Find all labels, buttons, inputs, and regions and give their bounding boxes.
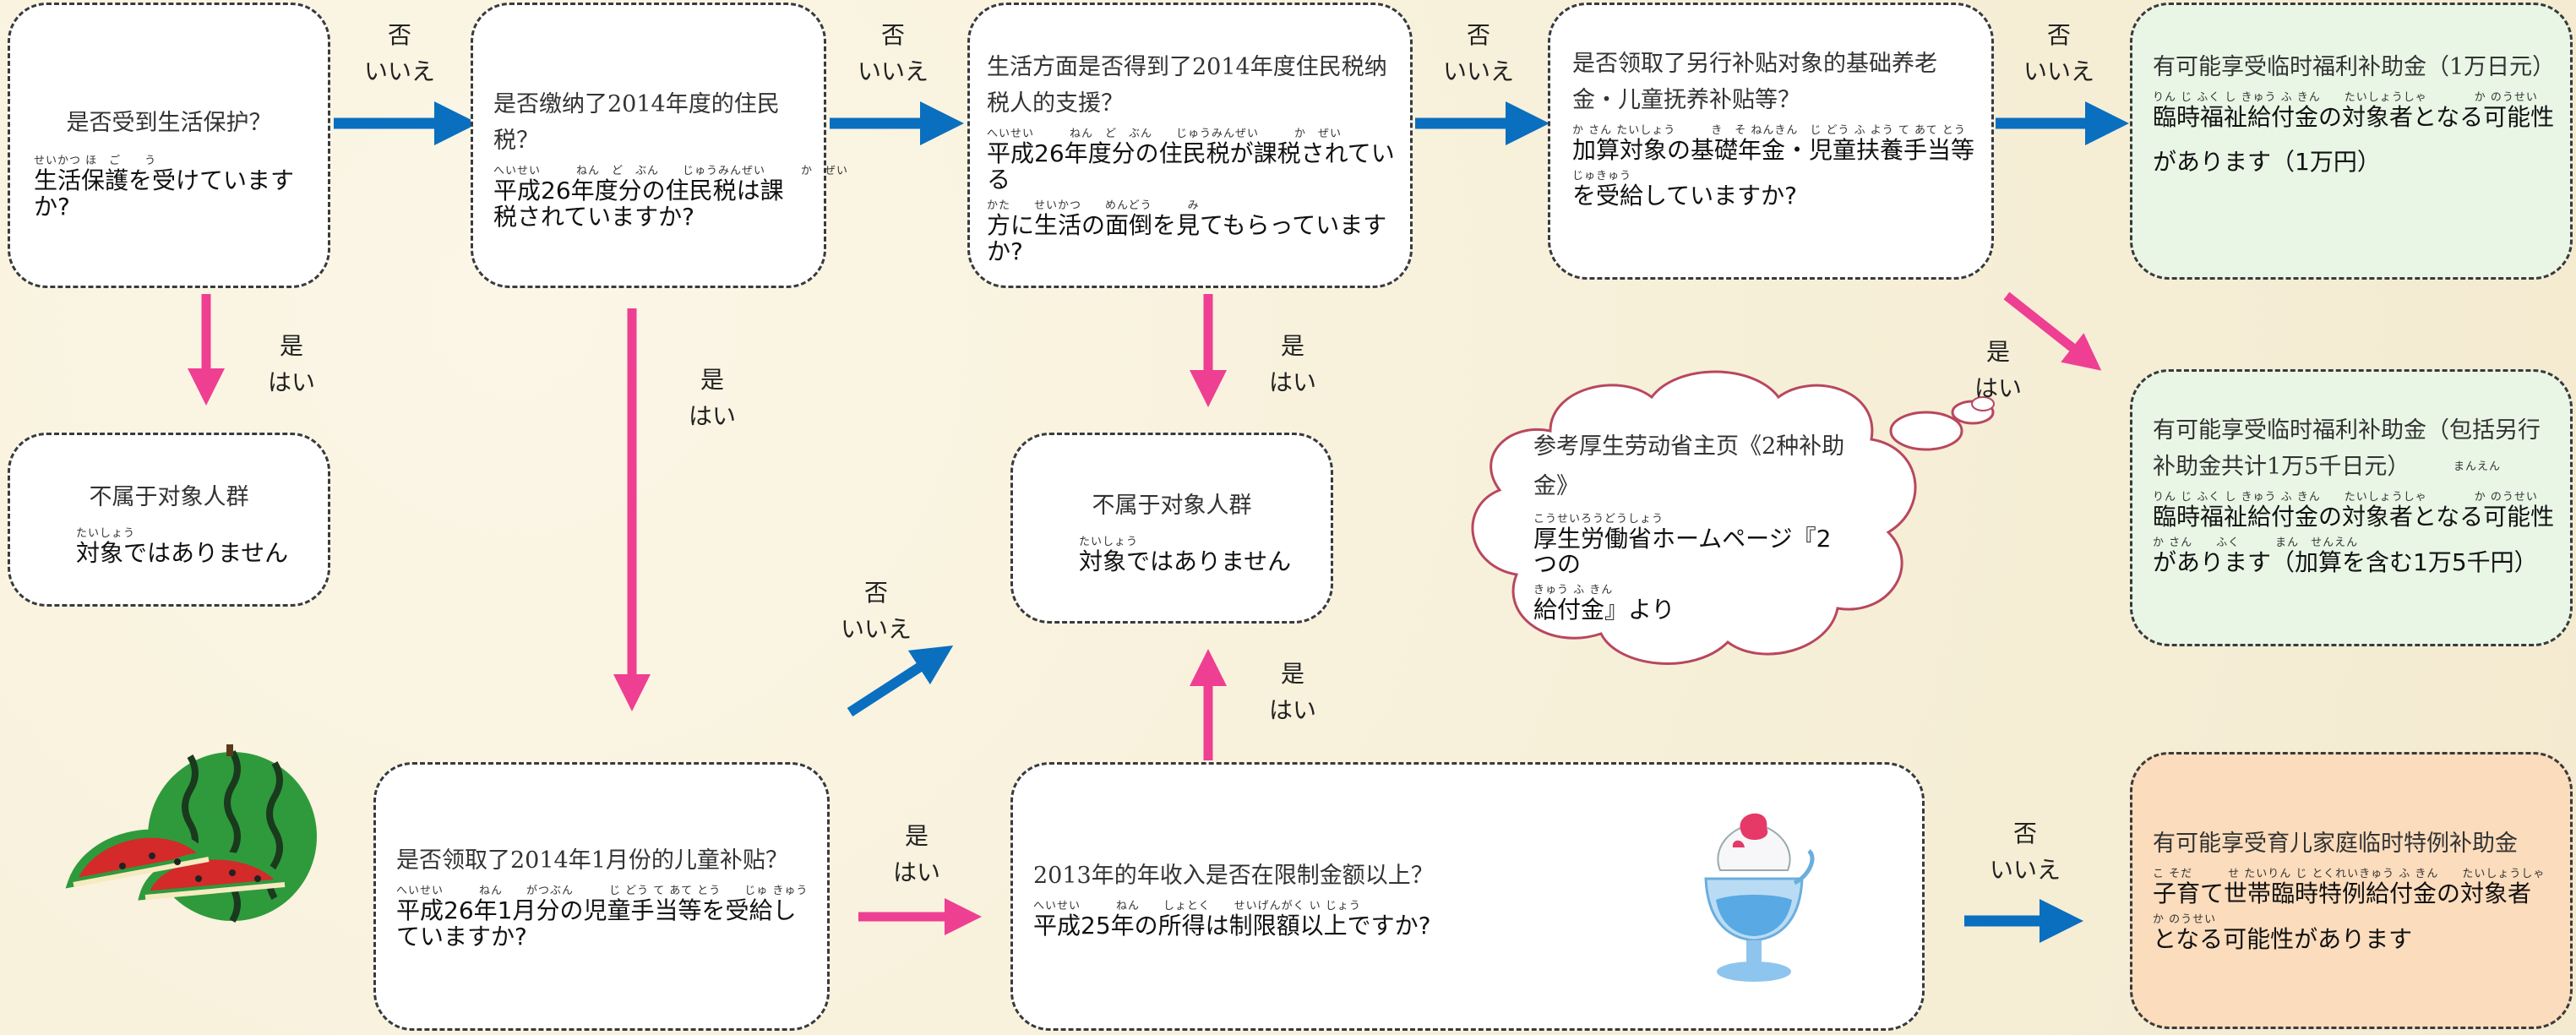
- result-box-child-rearing-benefit: 有可能享受育儿家庭临时特例补助金 こ そだ せ たいりん じ とくれいきゅう ふ…: [2130, 752, 2573, 1029]
- cloud-jp-text: 給付金』より: [1533, 596, 1675, 624]
- box-jp-text: 加算対象の基礎年金・児童扶養手当等: [1572, 136, 1975, 165]
- box-jp-text: 方に生活の面倒を見てもらっていますか?: [987, 210, 1387, 265]
- box-ruby: か さん たいしょう き そ ねんきん じ どう ふ よう て あて とう: [1572, 124, 1966, 138]
- box-jp-text: 臨時福祉給付金の対象者となる可能性: [2153, 503, 2555, 531]
- label-no-5: 否いいえ: [840, 579, 912, 644]
- box-jp-text: 平成26年度分の住民税は課税されていますか?: [493, 177, 784, 232]
- thought-cloud: [1471, 370, 1995, 665]
- label-yes-2: 是はい: [688, 366, 736, 431]
- label-no-1: 否いいえ: [363, 21, 435, 86]
- box-ruby: へいせい ねん ど ぶん じゅうみんぜい か ぜい: [987, 128, 1342, 141]
- box-jp-text: 平成26年1月分の児童手当等を受給していますか?: [396, 896, 797, 951]
- result-box-15000-yen: 有可能享受临时福利补助金（包括另行补助金共计1万5千日元） りん じ ふく し …: [2130, 369, 2573, 646]
- box-cn-text: 是否受到生活保护？: [66, 110, 272, 136]
- box-ruby: りん じ ふく し きゅう ふ きん たいしょうしゃ か のうせい: [2153, 91, 2538, 105]
- cloud-jp-text: 厚生労働省ホームページ『2つの: [1533, 524, 1832, 579]
- box-ruby: りん じ ふく し きゅう ふ きん たいしょうしゃ か のうせい: [2153, 491, 2538, 504]
- box-jp-text: 対象ではありません: [1079, 547, 1292, 575]
- box-ruby: か さん ふく まん せんえん: [2153, 537, 2359, 550]
- box-jp-text: 生活保護を受けていますか?: [34, 166, 295, 221]
- cloud-ruby: きゅう ふ きん: [1533, 584, 1614, 597]
- box-cn-text: 不属于对象人群: [89, 484, 249, 510]
- box-jp-text: 平成26年度分の住民税が課税されている: [987, 139, 1395, 194]
- box-ruby: かた せいかつ めんどう み: [987, 199, 1200, 212]
- arrow-no-5: [847, 645, 954, 717]
- result-box-not-eligible-2: 不属于对象人群 たいしょう 対象ではありません: [1010, 433, 1333, 624]
- box-jp-text: があります（1万円）: [2153, 147, 2381, 176]
- question-box-pension-allowance: 是否领取了另行补贴对象的基础养老金・儿童抚养补贴等？ か さん たいしょう き …: [1548, 3, 1994, 280]
- question-box-resident-tax: 是否缴纳了2014年度的住民税？ へいせい ねん ど ぶん じゅうみんぜい か …: [471, 3, 849, 288]
- box-ruby: か のうせい: [2153, 912, 2217, 926]
- question-box-child-allowance: 是否领取了2014年1月份的儿童补贴？ へいせい ねん がつぶん じ どう て …: [373, 762, 830, 1031]
- label-no-3: 否いいえ: [1442, 21, 1514, 86]
- result-box-not-eligible-1: 不属于对象人群 たいしょう 対象ではありません: [8, 433, 330, 607]
- box-cn-text: 是否领取了2014年1月份的儿童补贴？: [396, 847, 788, 874]
- question-box-supported-by-taxpayer: 生活方面是否得到了2014年度住民税纳税人的支援？ へいせい ねん ど ぶん じ…: [967, 3, 1413, 288]
- box-cn-text: 有可能享受临时福利补助金（包括另行补助金共计1万5千日元）: [2153, 417, 2541, 481]
- shaved-ice-illustration: [1704, 813, 1815, 982]
- box-jp-text: 子育て世帯臨時特例給付金の対象者: [2153, 880, 2532, 908]
- box-jp-text: となる可能性があります: [2153, 924, 2413, 953]
- box-ruby: へいせい ねん しょとく せいげんがく い じょう: [1033, 900, 1361, 913]
- box-ruby: へいせい ねん ど ぶん じゅうみんぜい か ぜい: [493, 165, 849, 178]
- box-cn-text: 有可能享受临时福利补助金（1万日元）: [2153, 54, 2556, 80]
- question-box-income-limit: 2013年的年收入是否在限制金额以上？ へいせい ねん しょとく せいげんがく …: [1010, 762, 1925, 1031]
- label-yes-1: 是はい: [267, 332, 315, 397]
- box-ruby: こ そだ せ たいりん じ とくれいきゅう ふ きん たいしょうしゃ: [2153, 868, 2546, 881]
- box-cn-text: 有可能享受育儿家庭临时特例补助金: [2153, 831, 2518, 857]
- cloud-ruby: こうせいろうどうしょう: [1533, 512, 1664, 526]
- box-jp-text: を受給していますか?: [1572, 182, 1798, 210]
- box-cn-text: 不属于对象人群: [1092, 493, 1252, 519]
- arrow-yes-6: [2003, 291, 2102, 371]
- box-jp-text: 対象ではありません: [76, 539, 289, 567]
- box-ruby: たいしょう: [1079, 536, 1139, 548]
- box-cn-text: 是否缴纳了2014年度的住民税？: [493, 91, 780, 155]
- box-ruby: たいしょう: [76, 527, 136, 540]
- label-no-2: 否いいえ: [857, 21, 929, 86]
- label-no-6: 否いいえ: [1989, 820, 2061, 885]
- box-cn-text: 生活方面是否得到了2014年度住民税纳税人的支援？: [987, 54, 1387, 117]
- box-cn-text: 是否领取了另行补贴对象的基础养老金・儿童抚养补贴等？: [1572, 51, 1937, 114]
- cloud-cn-text: 参考厚生劳动省主页《2种补助金》: [1533, 433, 1845, 500]
- label-yes-3: 是はい: [1268, 332, 1316, 397]
- box-ruby: せいかつ ほ ご う: [34, 155, 157, 167]
- question-box-welfare: 是否受到生活保护？ せいかつ ほ ご う 生活保護を受けていますか?: [8, 3, 330, 288]
- cloud-text: 参考厚生劳动省主页《2种补助金》 こうせいろうどうしょう 厚生労働省ホームページ…: [1533, 427, 1854, 624]
- box-ruby: じゅきゅう: [1572, 170, 1632, 183]
- box-ruby: へいせい ねん がつぶん じ どう て あて とう じゅ きゅう: [396, 885, 809, 898]
- box-jp-text: 臨時福祉給付金の対象者となる可能性: [2153, 103, 2555, 132]
- label-yes-6: 是はい: [1974, 338, 2022, 403]
- watermelon-illustration: [65, 744, 317, 923]
- label-no-4: 否いいえ: [2023, 21, 2094, 86]
- box-jp-text: があります（加算を含む1万5千円）: [2153, 548, 2538, 577]
- result-box-10000-yen: 有可能享受临时福利补助金（1万日元） りん じ ふく し きゅう ふ きん たい…: [2130, 3, 2573, 280]
- box-jp-text: 平成25年の所得は制限額以上ですか?: [1033, 912, 1431, 940]
- label-yes-5: 是はい: [892, 822, 940, 887]
- label-yes-4: 是はい: [1268, 660, 1316, 725]
- box-cn-text: 2013年的年收入是否在限制金额以上？: [1033, 863, 1434, 889]
- box-ruby: まんえん: [2453, 460, 2502, 473]
